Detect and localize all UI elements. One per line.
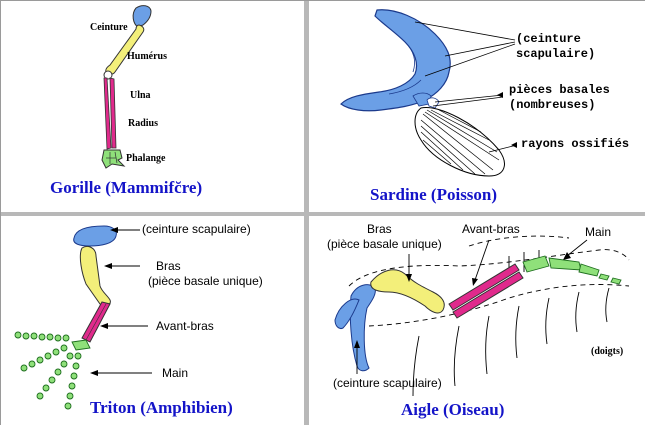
label-bras-line2: (pièce basale unique) xyxy=(148,274,263,288)
label-main: Main xyxy=(162,366,189,380)
sardine-fin-drawing xyxy=(340,9,518,177)
left-border xyxy=(0,0,1,425)
top-border xyxy=(0,0,645,1)
aigle-forearm xyxy=(448,263,520,311)
label-ceinture-line2: scapulaire) xyxy=(516,47,596,61)
label-humerus: Humérus xyxy=(127,51,167,62)
label-ceinture: Ceinture xyxy=(90,22,128,33)
panel-triton: (ceinture scapulaire) Bras (pièce basale… xyxy=(0,216,304,425)
panel-aigle: Bras (pièce basale unique) Avant-bras Ma… xyxy=(309,216,645,425)
sardine-fin-rays xyxy=(414,107,505,177)
label-avant-bras: Avant-bras xyxy=(156,319,214,333)
title-triton: Triton (Amphibien) xyxy=(90,398,233,417)
label-main: Main xyxy=(585,225,612,239)
label-bras-line2: (pièce basale unique) xyxy=(327,237,442,251)
aigle-girdle xyxy=(349,284,376,372)
aigle-hand xyxy=(522,255,622,285)
triton-limb-drawing xyxy=(14,225,152,410)
aigle-humerus xyxy=(370,269,445,314)
label-ceinture: (ceinture scapulaire) xyxy=(333,376,442,390)
panel-sardine: (ceinture scapulaire) pièces basales (no… xyxy=(309,0,645,212)
horizontal-divider xyxy=(0,212,645,216)
label-ceinture-line1: (ceinture xyxy=(516,32,581,46)
triton-girdle xyxy=(73,225,117,247)
label-basales-line2: (nombreuses) xyxy=(509,98,596,112)
triton-hand xyxy=(14,331,91,410)
label-avant-bras: Avant-bras xyxy=(462,222,520,236)
label-basales-line1: pièces basales xyxy=(509,83,610,97)
gorilla-ulna xyxy=(103,77,112,150)
aigle-wing-drawing xyxy=(334,235,630,397)
title-aigle: Aigle (Oiseau) xyxy=(401,400,505,419)
gorilla-skeleton-drawing xyxy=(101,5,152,169)
gorilla-radius xyxy=(109,77,117,149)
title-gorilla: Gorille (Mammifc̆re) xyxy=(50,178,203,197)
label-radius: Radius xyxy=(128,118,159,129)
label-phalange: Phalange xyxy=(126,153,166,164)
label-ceinture: (ceinture scapulaire) xyxy=(142,222,251,236)
label-doigts: (doigts) xyxy=(591,346,624,357)
label-rayons: rayons ossifiés xyxy=(521,137,630,151)
label-bras-line1: Bras xyxy=(367,222,392,236)
panel-gorilla: Ceinture Humérus Ulna Radius Phalange Go… xyxy=(0,0,304,212)
label-bras-line1: Bras xyxy=(156,259,181,273)
label-ulna: Ulna xyxy=(130,90,151,101)
gorilla-hand xyxy=(101,149,126,169)
sardine-girdle xyxy=(340,9,451,112)
title-sardine: Sardine (Poisson) xyxy=(370,185,498,204)
gorilla-girdle xyxy=(132,5,152,28)
triton-humerus xyxy=(79,245,111,307)
